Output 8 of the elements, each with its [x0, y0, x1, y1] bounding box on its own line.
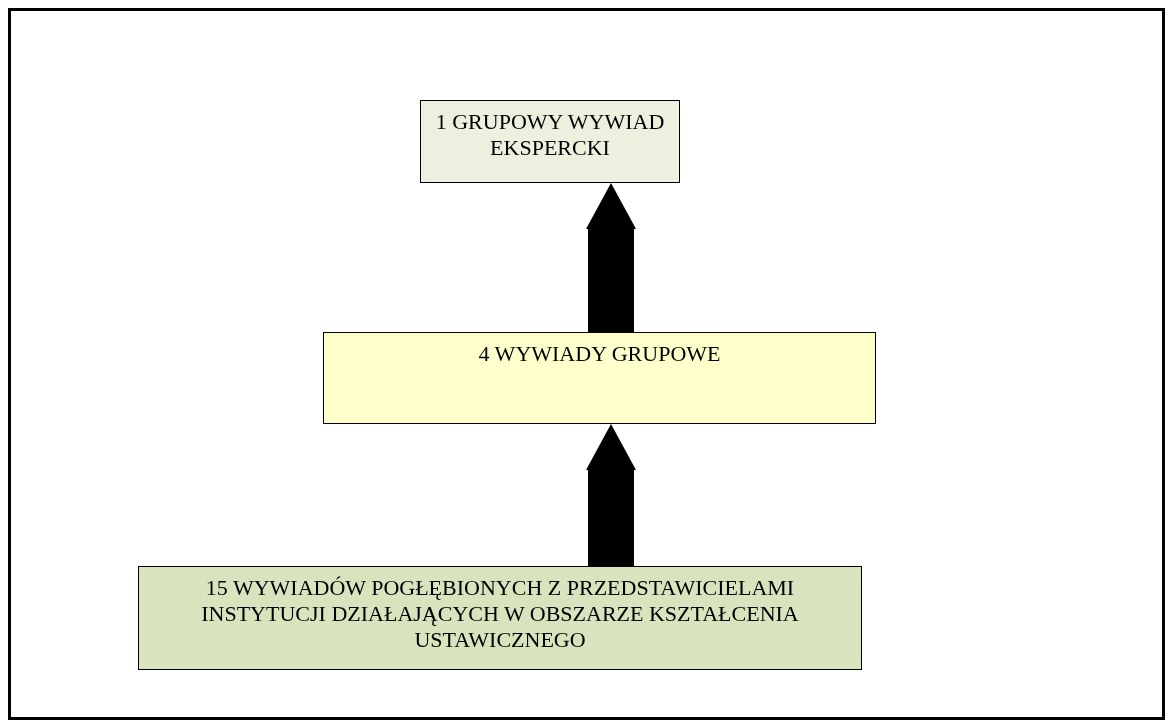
box-text: 4 WYWIADY GRUPOWE [478, 341, 721, 367]
process-box [420, 100, 680, 183]
block-arrow [586, 424, 636, 566]
box-text: 15 WYWIADÓW POGŁĘBIONYCH Z PRZEDSTAWICIELAMI INSTYTUCJI DZIAŁAJĄCYCH W OBSZARZE KSZTAŁCENIA USTAWICZNEGO [200, 575, 800, 653]
process-box [138, 566, 862, 670]
box-text: 1 GRUPOWY WYWIAD EKSPERCKI [434, 109, 666, 161]
process-box [323, 332, 876, 424]
block-arrow [586, 183, 636, 332]
